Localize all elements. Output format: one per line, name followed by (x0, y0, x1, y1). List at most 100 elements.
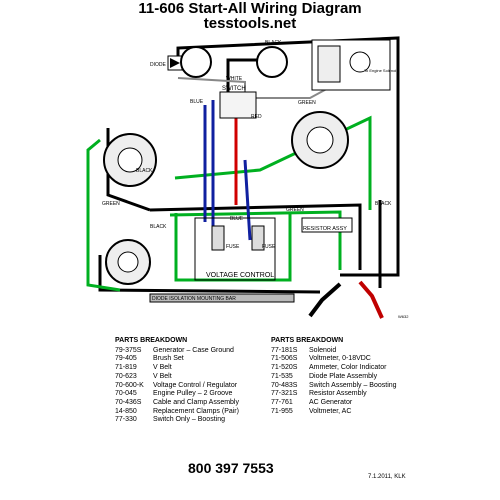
ammeter-gauge (256, 46, 288, 78)
parts-row: 70-436S Cable and Clamp Assembly (115, 399, 239, 408)
label-fuse-left: FUSE (226, 244, 240, 250)
label-red: RED (251, 114, 262, 120)
part-number: 70-045 (115, 390, 137, 398)
parts-row: 79-375S Generator – Case Ground (115, 347, 239, 356)
part-number: 77-761 (271, 398, 293, 406)
part-number: 79-375S (115, 346, 142, 354)
part-description: V Belt (153, 364, 172, 372)
label-green-left: GREEN (102, 201, 120, 207)
label-solenoid: To Engine Solenoid (364, 68, 398, 73)
part-description: Switch Only – Boosting (153, 416, 225, 424)
part-number: 71-506S (271, 355, 298, 363)
diode-isolation-bar (149, 293, 295, 303)
part-description: Cable and Clamp Assembly (153, 398, 239, 406)
part-description: AC Generator (309, 398, 353, 406)
parts-row: 70-045 Engine Pulley – 2 Groove (115, 390, 239, 399)
website-label: tesstools.net (203, 15, 297, 32)
green-wire-left-loop (86, 138, 121, 292)
voltmeter-gauge-left (180, 46, 212, 78)
label-blue-1: BLUE (190, 99, 204, 105)
part-description: Brush Set (153, 355, 184, 363)
part-description: Voltmeter, 0-18VDC (309, 355, 371, 363)
part-description: Voltage Control / Regulator (153, 381, 238, 389)
part-number: 70-600-K (115, 381, 144, 389)
black-wire-lower (98, 255, 321, 294)
part-number: 14-850 (115, 407, 137, 415)
parts-row: 70-483S Switch Assembly – Boosting (271, 382, 397, 391)
part-description: Engine Pulley – 2 Groove (153, 390, 233, 398)
black-wire-mid (149, 203, 362, 270)
part-number: 70-483S (271, 381, 298, 389)
part-number: 70-436S (115, 398, 142, 406)
parts-row: 71-819 V Belt (115, 364, 239, 373)
label-resistor-assy: RESISTOR ASSY (303, 226, 347, 232)
parts-row: 77-761 AC Generator (271, 399, 397, 408)
black-clamp (308, 282, 342, 318)
part-number: 79-405 (115, 355, 137, 363)
generator-top-left (103, 133, 157, 187)
parts-row: 77-330 Switch Only – Boosting (115, 416, 239, 425)
label-black-left: BLACK (136, 168, 153, 174)
parts-row: 71-535 Diode Plate Assembly (271, 373, 397, 382)
label-white: WHITE (226, 76, 243, 82)
parts-row: 77-321S Resistor Assembly (271, 390, 397, 399)
part-number: 77-181S (271, 346, 298, 354)
label-fuse-right: FUSE (262, 244, 276, 250)
part-number: 71-955 (271, 407, 293, 415)
switch-component (219, 91, 257, 119)
label-green-mid: GREEN (286, 207, 304, 213)
diode-component (167, 55, 183, 71)
parts-breakdown-left: PARTS BREAKDOWN 79-375S Generator – Case … (115, 337, 239, 425)
parts-row: 71-520S Ammeter, Color Indicator (271, 364, 397, 373)
part-number: 77-330 (115, 416, 137, 424)
label-black-top: BLACK (265, 40, 282, 46)
label-blue-2: BLUE (230, 216, 244, 222)
label-diode: DIODE (150, 62, 167, 68)
parts-row: 70-623 V Belt (115, 373, 239, 382)
resistor-assembly (301, 217, 353, 233)
part-description: Voltmeter, AC (309, 407, 352, 415)
wiring-diagram: DIODE BLACK WHITE SWITCH BLUE RED GREEN … (86, 36, 409, 319)
label-voltage-control: VOLTAGE CONTROL (206, 272, 274, 279)
generator-bottom-left (105, 239, 151, 285)
phone-number: 800 397 7553 (188, 460, 274, 476)
label-black-lower-left: BLACK (150, 224, 167, 230)
part-description: Ammeter, Color Indicator (309, 364, 387, 372)
generator-top-right (291, 111, 349, 169)
parts-row: 77-181S Solenoid (271, 347, 397, 356)
label-diode-isolation-bar: DIODE ISOLATION MOUNTING BAR (152, 296, 236, 302)
parts-list-left: 79-375S Generator – Case Ground 79-405 Brus… (115, 347, 239, 425)
blue-wire-c (243, 159, 252, 241)
parts-row: 71-506S Voltmeter, 0-18VDC (271, 355, 397, 364)
date-note: 7.1.2011, KLK (368, 474, 406, 480)
voltage-control-box (194, 217, 276, 281)
part-number: 71-535 (271, 372, 293, 380)
red-clamp (358, 280, 384, 319)
parts-row: 70-600-K Voltage Control / Regulator (115, 382, 239, 391)
part-number: 70-623 (115, 372, 137, 380)
part-description: Diode Plate Assembly (309, 372, 378, 380)
part-description: V Belt (153, 372, 172, 380)
part-description: Resistor Assembly (309, 390, 367, 398)
diagram-title: 11-606 Start-All Wiring Diagram (138, 0, 362, 17)
part-number: 71-520S (271, 364, 298, 372)
part-description: Solenoid (309, 346, 337, 354)
label-drawing-code: W632 (398, 314, 409, 319)
label-black-right: BLACK (375, 201, 392, 207)
parts-list-right: 77-181S Solenoid 71-506S Voltmeter, 0-18VDC… (271, 347, 397, 417)
label-switch: SWITCH (222, 86, 246, 92)
parts-row: 79-405 Brush Set (115, 355, 239, 364)
part-number: 71-819 (115, 364, 137, 372)
parts-row: 71-955 Voltmeter, AC (271, 408, 397, 417)
part-description: Switch Assembly – Boosting (309, 381, 397, 389)
parts-row: 14-850 Replacement Clamps (Pair) (115, 408, 239, 417)
solenoid-box (311, 39, 391, 91)
part-description: Replacement Clamps (Pair) (153, 407, 239, 415)
label-green-top: GREEN (298, 100, 316, 106)
parts-heading-left: PARTS BREAKDOWN (115, 337, 188, 344)
green-wire-middle (169, 210, 342, 270)
part-description: Generator – Case Ground (153, 346, 234, 354)
gray-wire-white (177, 77, 246, 92)
part-number: 77-321S (271, 390, 298, 398)
